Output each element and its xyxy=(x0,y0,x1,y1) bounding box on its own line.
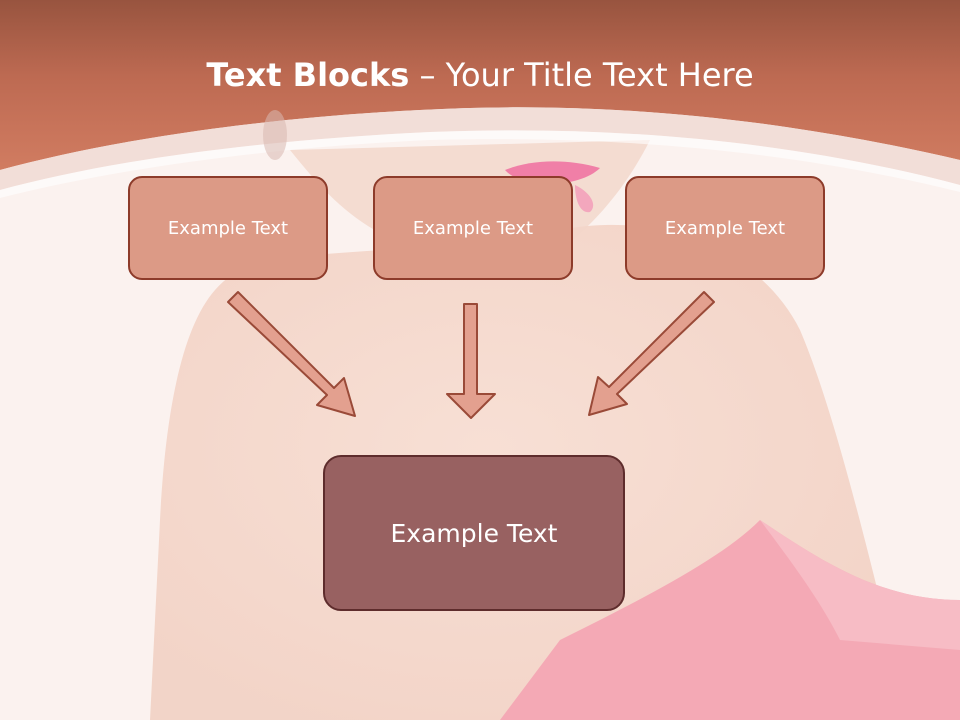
dress-shape xyxy=(500,520,960,720)
slide-title-rest: – Your Title Text Here xyxy=(409,56,754,94)
text-block-1-label: Example Text xyxy=(167,217,289,239)
center-text-block[interactable]: Example Text xyxy=(323,455,625,611)
arrow-left xyxy=(227,291,356,417)
arrow-right xyxy=(588,291,715,416)
text-block-1[interactable]: Example Text xyxy=(128,176,328,280)
text-block-3-label: Example Text xyxy=(664,217,786,239)
dress-highlight xyxy=(760,520,960,650)
text-block-2[interactable]: Example Text xyxy=(373,176,573,280)
slide-title: Text Blocks – Your Title Text Here xyxy=(0,52,960,98)
earring-shape xyxy=(263,110,287,160)
text-block-3[interactable]: Example Text xyxy=(625,176,825,280)
center-text-block-label: Example Text xyxy=(390,518,558,548)
slide-title-bold: Text Blocks xyxy=(206,56,410,94)
text-block-2-label: Example Text xyxy=(412,217,534,239)
arrow-middle xyxy=(446,303,496,419)
